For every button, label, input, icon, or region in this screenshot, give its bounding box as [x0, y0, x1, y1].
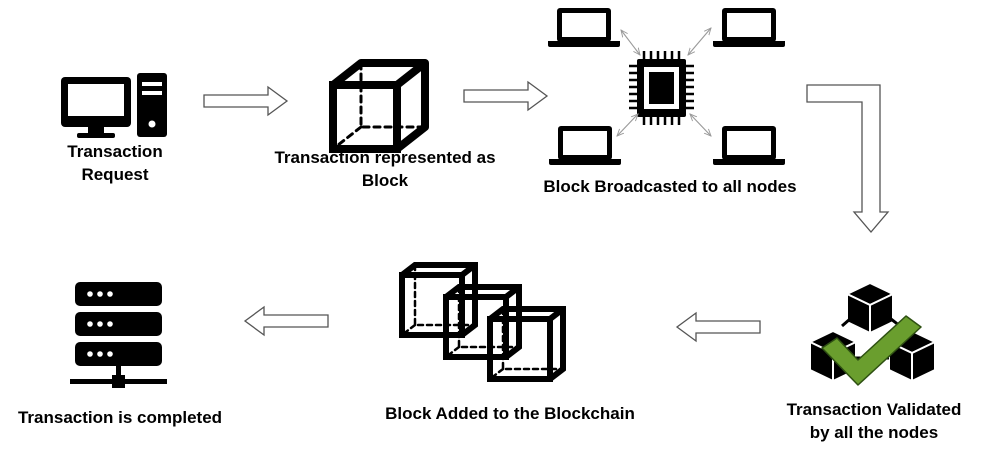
step-label-completed: Transaction is completed	[10, 406, 230, 429]
label-line: Transaction	[67, 142, 163, 161]
laptop-icon	[713, 8, 785, 47]
step-label-transaction-request: Transaction Request	[35, 140, 195, 186]
label-line: Transaction represented as	[274, 148, 496, 167]
laptop-icon	[549, 126, 621, 165]
label-line: Transaction is completed	[17, 408, 223, 427]
laptop-icon	[548, 8, 620, 47]
step-label-broadcasted: Block Broadcasted to all nodes	[520, 175, 820, 198]
label-line: Block Added to the Blockchain	[385, 404, 635, 423]
link-arrow	[621, 30, 640, 55]
laptop-icon	[713, 126, 785, 165]
flow-arrow-down	[806, 84, 890, 234]
flow-arrow-right	[463, 80, 549, 112]
step-label-validated: Transaction Validated by all the nodes	[770, 398, 978, 444]
label-line: by all the nodes	[809, 423, 939, 442]
label-line: Transaction Validated	[786, 400, 962, 419]
label-line: Block	[361, 171, 409, 190]
link-arrow	[690, 114, 711, 136]
validated-cubes-icon	[809, 282, 936, 386]
flow-arrow-left	[243, 305, 329, 337]
step-label-added-to-blockchain: Block Added to the Blockchain	[360, 402, 660, 425]
server-rack-icon	[70, 282, 167, 388]
blockchain-cubes-icon	[399, 262, 566, 382]
link-arrow	[617, 114, 638, 136]
node-links	[617, 28, 711, 136]
label-line: Block Broadcasted to all nodes	[543, 177, 797, 196]
checkmark-icon	[821, 315, 922, 386]
flow-arrow-right	[203, 85, 289, 117]
wireframe-cube-icon	[329, 59, 429, 153]
label-line: Request	[81, 165, 149, 184]
link-arrow	[688, 28, 711, 55]
desktop-computer-icon	[61, 73, 167, 138]
step-label-represented-as-block: Transaction represented as Block	[255, 146, 515, 192]
flow-arrow-left	[675, 311, 761, 343]
cpu-chip-icon	[629, 51, 694, 125]
